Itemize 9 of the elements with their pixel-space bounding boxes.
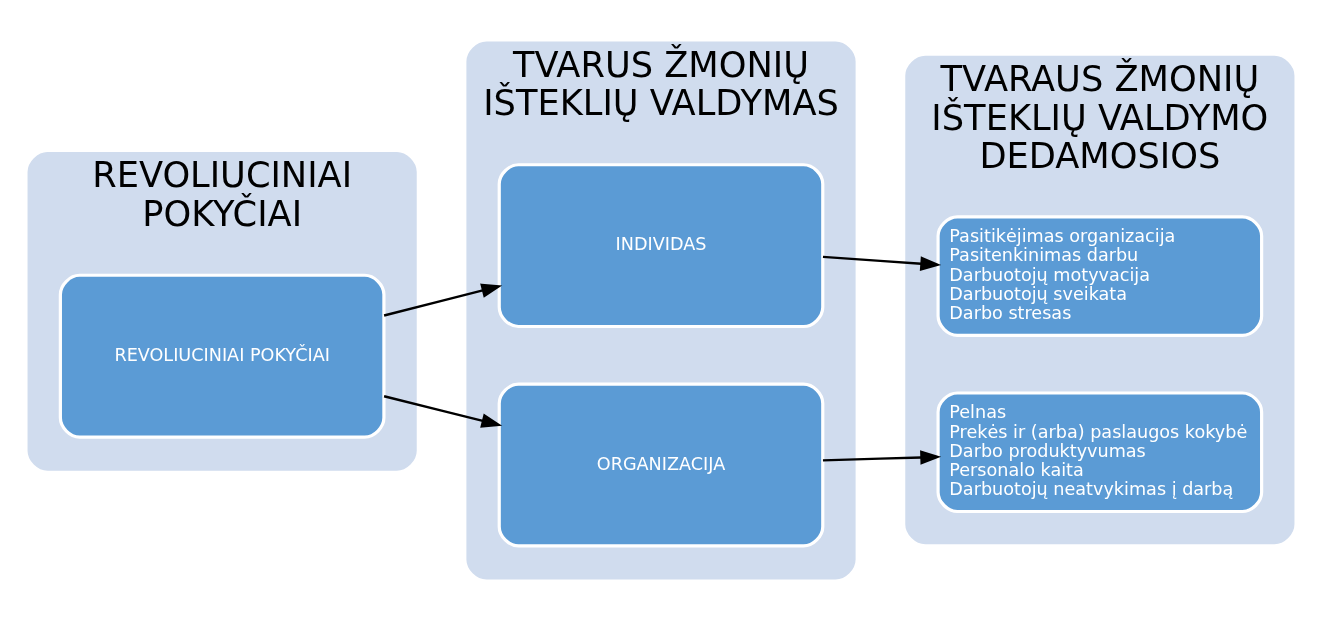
node-box: INDIVIDAS	[497, 163, 825, 329]
arrow	[383, 283, 503, 317]
arrow	[383, 395, 503, 428]
node-box: Pasitikėjimas organizacija Pasitenkinimas darbu Darbuotojų motyvacija Darbuotojų sveikata Darbo stresas	[936, 215, 1264, 337]
arrow	[822, 255, 942, 271]
node-box: REVOLIUCINIAI POKYČIAI	[58, 273, 386, 439]
arrow	[822, 450, 942, 465]
node-box: Pelnas Prekės ir (arba) paslaugos kokybė Darbo produktyvumas Personalo kaita Darbuotojų neatvykimas į darbą	[936, 391, 1264, 514]
node-box: ORGANIZACIJA	[497, 382, 825, 548]
